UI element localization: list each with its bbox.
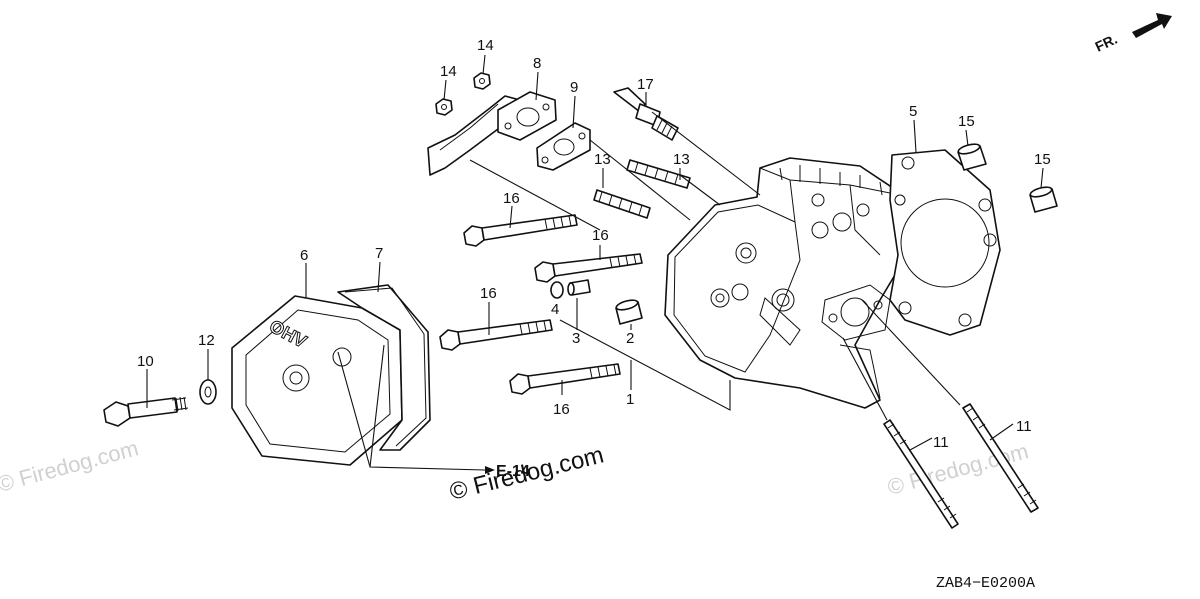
arrow-icon: [1132, 13, 1172, 38]
callout-4: 4: [551, 301, 559, 318]
spark-plug-17: [613, 87, 679, 141]
head-cover-gasket: [337, 284, 431, 451]
diagram-code: ZAB4−E0200A: [936, 575, 1035, 592]
exhaust-pipe-8: [427, 91, 557, 176]
stud-bolt-16c: [439, 319, 553, 351]
collar-3: [567, 279, 591, 296]
callout-11b: 11: [1016, 418, 1032, 435]
callout-3: 3: [572, 330, 580, 347]
long-stud-11a: [883, 419, 959, 529]
stud-bolt-16a: [463, 214, 578, 247]
exhaust-gasket-9: [536, 122, 591, 171]
head-cover: OHV: [231, 295, 403, 466]
flange-bolt-10: [103, 396, 189, 427]
dowel-pin-15b: [1029, 186, 1058, 213]
callout-13a: 13: [594, 151, 611, 168]
callout-15a: 15: [958, 113, 975, 130]
cylinder-head: [664, 157, 916, 409]
callout-2: 2: [626, 330, 634, 347]
stud-bolt-16d: [509, 363, 621, 395]
long-stud-11b: [962, 403, 1039, 513]
callout-9: 9: [570, 79, 578, 96]
callout-10: 10: [137, 353, 154, 370]
nut-14b: [473, 72, 491, 90]
watermark-main: © Firedog.com: [447, 441, 607, 505]
stud-bolt-16b: [534, 253, 643, 283]
callout-6: 6: [300, 247, 308, 264]
callout-13b: 13: [673, 151, 690, 168]
callout-16b: 16: [592, 227, 609, 244]
dowel-pin-2: [615, 299, 643, 325]
callout-5: 5: [909, 103, 917, 120]
callout-15b: 15: [1034, 151, 1051, 168]
washer-12: [199, 379, 217, 405]
callout-17: 17: [637, 76, 654, 93]
callout-8: 8: [533, 55, 541, 72]
nut-14a: [435, 98, 453, 116]
callout-16a: 16: [503, 190, 520, 207]
leader-lines: [146, 54, 1044, 474]
callout-11a: 11: [933, 434, 949, 451]
o-ring-4: [550, 281, 564, 299]
head-gasket: [889, 149, 1001, 336]
stud-13a: [593, 189, 651, 219]
callouts: 10 12 6 7 16 16 16 16 14 14 8 9 17 13 13…: [137, 37, 1051, 451]
callout-14a: 14: [440, 63, 457, 80]
callout-7: 7: [375, 245, 383, 262]
callout-16d: 16: [553, 401, 570, 418]
reference-label: E-14: [496, 463, 530, 480]
stud-13b: [626, 159, 691, 189]
callout-16c: 16: [480, 285, 497, 302]
dowel-pin-15a: [957, 143, 987, 171]
front-direction-arrow: FR.: [1093, 13, 1172, 55]
callout-12: 12: [198, 332, 215, 349]
callout-14b: 14: [477, 37, 494, 54]
watermark-left: © Firedog.com: [0, 435, 141, 497]
front-label: FR.: [1093, 31, 1120, 55]
callout-1: 1: [626, 391, 634, 408]
